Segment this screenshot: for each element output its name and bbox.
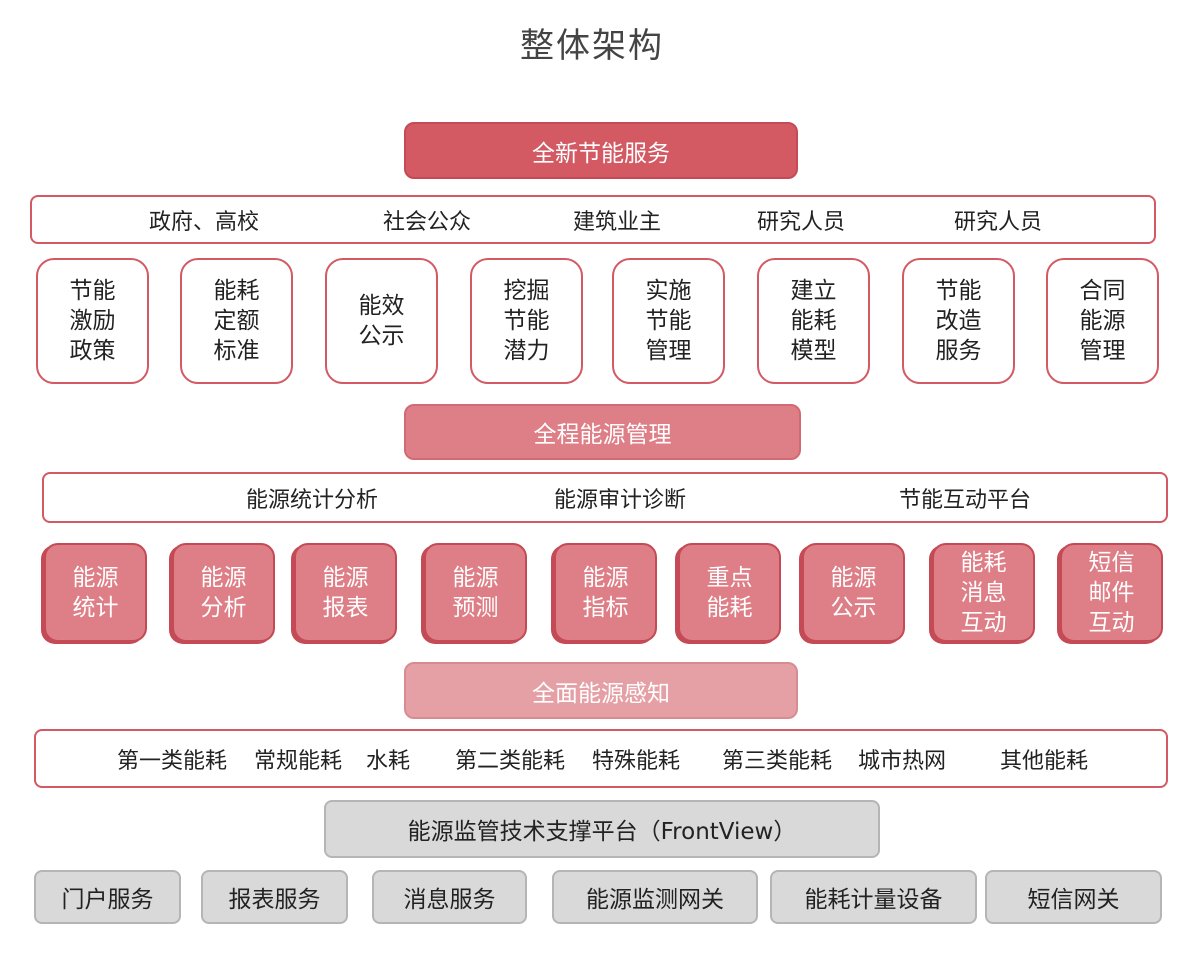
function-box: 能源 指标 <box>554 543 657 642</box>
bar-item: 政府、高校 <box>148 209 260 235</box>
management-functions-bar: 能源统计分析 能源审计诊断 节能互动平台 <box>42 472 1168 523</box>
banner-comprehensive-energy-perception: 全面能源感知 <box>404 662 798 719</box>
service-box: 合同 能源 管理 <box>1046 258 1159 384</box>
banner-full-process-energy-management: 全程能源管理 <box>404 404 801 460</box>
platform-bar: 能源监管技术支撑平台（FrontView） <box>324 800 880 858</box>
bar-item: 常规能耗 <box>253 748 343 774</box>
bar-item: 研究人员 <box>756 209 846 235</box>
service-box: 节能 激励 政策 <box>36 258 149 384</box>
service-box: 实施 节能 管理 <box>612 258 725 384</box>
service-box: 节能 改造 服务 <box>902 258 1015 384</box>
bar-item: 研究人员 <box>953 209 1043 235</box>
bar-item: 特殊能耗 <box>591 748 681 774</box>
function-box: 能源 预测 <box>424 543 527 642</box>
bar-item: 能源审计诊断 <box>553 487 687 513</box>
infrastructure-box: 门户服务 <box>34 870 181 924</box>
function-box: 能源 公示 <box>802 543 905 642</box>
infrastructure-box: 报表服务 <box>201 870 348 924</box>
diagram-title: 整体架构 <box>520 26 664 66</box>
function-box: 短信 邮件 互动 <box>1060 543 1163 642</box>
bar-item: 第三类能耗 <box>721 748 833 774</box>
bar-item: 其他能耗 <box>999 748 1089 774</box>
bar-item: 水耗 <box>365 748 411 774</box>
infrastructure-box: 消息服务 <box>372 870 527 924</box>
function-box: 能耗 消息 互动 <box>932 543 1035 642</box>
service-box: 建立 能耗 模型 <box>757 258 870 384</box>
banner-new-energy-saving-service: 全新节能服务 <box>404 122 798 179</box>
bar-item: 能源统计分析 <box>245 487 379 513</box>
bar-item: 第二类能耗 <box>454 748 566 774</box>
infrastructure-box: 能源监测网关 <box>552 870 758 924</box>
infrastructure-box: 短信网关 <box>985 870 1162 924</box>
service-box: 能效 公示 <box>325 258 438 384</box>
infrastructure-box: 能耗计量设备 <box>770 870 977 924</box>
bar-item: 建筑业主 <box>572 209 662 235</box>
service-box: 能耗 定额 标准 <box>180 258 293 384</box>
energy-types-bar: 第一类能耗 常规能耗 水耗 第二类能耗 特殊能耗 第三类能耗 城市热网 其他能耗 <box>34 729 1168 788</box>
function-box: 能源 报表 <box>294 543 397 642</box>
bar-item: 社会公众 <box>382 209 472 235</box>
bar-item: 城市热网 <box>857 748 947 774</box>
function-box: 能源 分析 <box>172 543 275 642</box>
function-box: 重点 能耗 <box>678 543 781 642</box>
user-groups-bar: 政府、高校 社会公众 建筑业主 研究人员 研究人员 <box>30 195 1156 244</box>
bar-item: 节能互动平台 <box>898 487 1032 513</box>
bar-item: 第一类能耗 <box>116 748 228 774</box>
service-box: 挖掘 节能 潜力 <box>470 258 583 384</box>
function-box: 能源 统计 <box>44 543 147 642</box>
